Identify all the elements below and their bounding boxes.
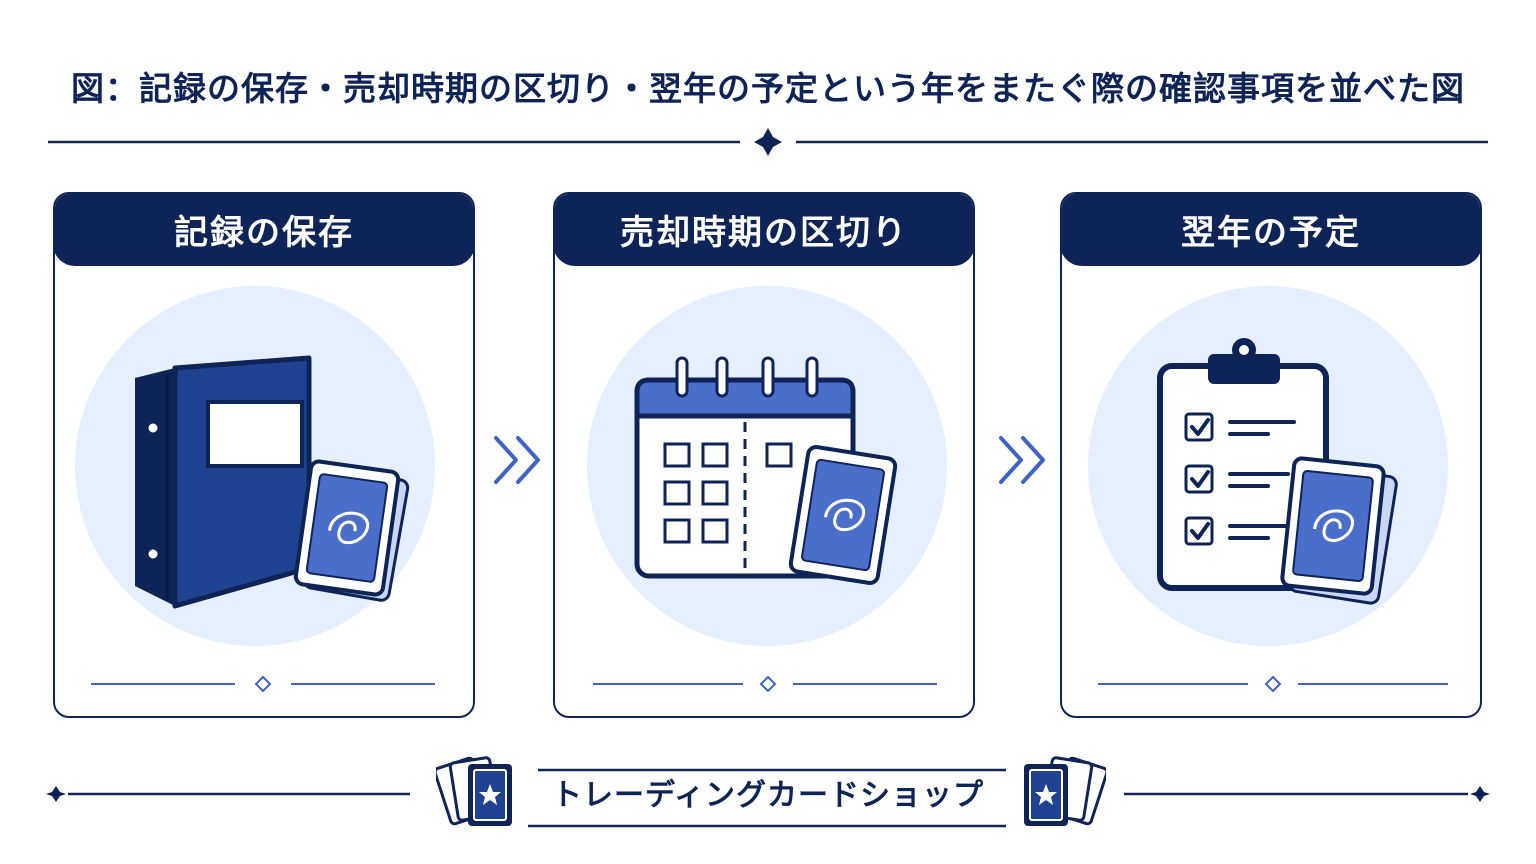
star-ornament-icon <box>754 128 782 156</box>
shop-name: トレーディングカードショップ <box>552 778 984 813</box>
clipboard-with-cards-illustration <box>1088 286 1448 646</box>
step-card-records: 記録の保存 <box>53 192 475 718</box>
title-divider <box>48 128 1488 156</box>
card-divider <box>1098 675 1448 693</box>
step-card-next-year: 翌年の予定 <box>1060 192 1482 718</box>
star-ornament-icon <box>1470 786 1490 802</box>
calendar-with-cards-illustration <box>587 286 947 646</box>
binder-with-cards-illustration <box>75 286 435 646</box>
star-ornament-icon <box>46 786 66 802</box>
binder-icon <box>135 355 312 609</box>
clipboard-checklist-icon <box>1157 338 1329 591</box>
step-card-title: 記録の保存 <box>55 194 473 266</box>
chevron-right-icon <box>494 436 540 484</box>
card-deck-icon <box>436 756 512 826</box>
diamond-ornament-icon <box>1264 675 1282 693</box>
card-stack-icon <box>293 459 410 602</box>
card-divider <box>593 675 937 693</box>
diamond-ornament-icon <box>759 675 777 693</box>
card-stack-icon <box>788 445 898 585</box>
step-card-title: 翌年の予定 <box>1062 194 1480 266</box>
page-title: 図：記録の保存・売却時期の区切り・翌年の予定という年をまたぐ際の確認事項を並べた… <box>71 69 1465 108</box>
chevron-right-icon <box>999 436 1045 484</box>
card-stack-icon <box>1280 456 1398 605</box>
step-card-title: 売却時期の区切り <box>555 194 973 266</box>
step-card-sale-period: 売却時期の区切り <box>553 192 975 718</box>
footer-divider <box>46 768 1490 828</box>
diamond-ornament-icon <box>254 675 272 693</box>
card-deck-icon <box>1024 756 1106 826</box>
card-divider <box>91 675 435 693</box>
